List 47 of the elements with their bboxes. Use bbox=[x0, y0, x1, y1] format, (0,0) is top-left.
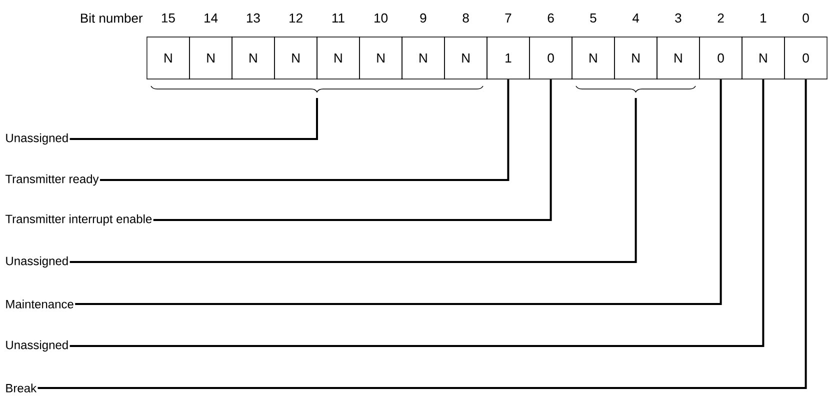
leader-line bbox=[38, 79, 807, 389]
bit-cell: N bbox=[742, 36, 785, 80]
bit-cell: N bbox=[402, 36, 445, 80]
bit-number: 9 bbox=[420, 13, 426, 23]
leader-line bbox=[153, 79, 552, 221]
bit-number: 10 bbox=[374, 13, 388, 23]
bit-number: 2 bbox=[718, 13, 724, 23]
bit-cell: N bbox=[656, 36, 700, 80]
bit-cell: N bbox=[316, 36, 360, 80]
bit-cell: 0 bbox=[529, 36, 572, 80]
bit-number: 7 bbox=[505, 14, 512, 22]
bit-number: 11 bbox=[332, 14, 344, 22]
bit-cell: N bbox=[359, 36, 402, 80]
bit-number: 4 bbox=[632, 14, 640, 22]
bit-number: 12 bbox=[290, 13, 302, 23]
bit-number: 13 bbox=[246, 13, 260, 23]
bit-number: 8 bbox=[462, 13, 469, 23]
leader-line bbox=[75, 79, 722, 305]
field-label: Maintenance bbox=[6, 300, 74, 308]
bit-cell: N bbox=[274, 36, 318, 80]
bit-cell: 1 bbox=[486, 36, 530, 80]
leader-line bbox=[70, 98, 637, 263]
bit-cell: N bbox=[614, 36, 658, 80]
bit-number-heading: Bit number bbox=[81, 13, 143, 23]
field-label: Break bbox=[6, 384, 37, 392]
bit-cell: N bbox=[189, 36, 232, 80]
bit-cell: N bbox=[444, 36, 488, 80]
leader-line bbox=[70, 98, 318, 140]
field-label: Transmitter ready bbox=[5, 174, 99, 186]
bit-number: 3 bbox=[675, 13, 682, 23]
leader-line bbox=[100, 79, 510, 181]
bit-number: 5 bbox=[590, 13, 596, 23]
bit-number: 6 bbox=[548, 13, 554, 23]
bit-cell: 0 bbox=[699, 36, 742, 80]
bit-cell: 0 bbox=[784, 36, 828, 80]
bit-number: 14 bbox=[204, 14, 218, 22]
bit-cell: N bbox=[232, 36, 275, 80]
bit-number: 1 bbox=[760, 14, 766, 22]
field-label: Unassigned bbox=[6, 133, 68, 145]
bit-number: 0 bbox=[802, 13, 809, 23]
field-label: Unassigned bbox=[6, 340, 68, 352]
field-label: Transmitter interrupt enable bbox=[5, 214, 152, 226]
bit-number: 15 bbox=[162, 13, 175, 23]
leader-line bbox=[70, 79, 764, 347]
bit-cell: N bbox=[146, 36, 190, 80]
bit-cell: N bbox=[572, 36, 615, 80]
field-label: Unassigned bbox=[6, 256, 68, 268]
